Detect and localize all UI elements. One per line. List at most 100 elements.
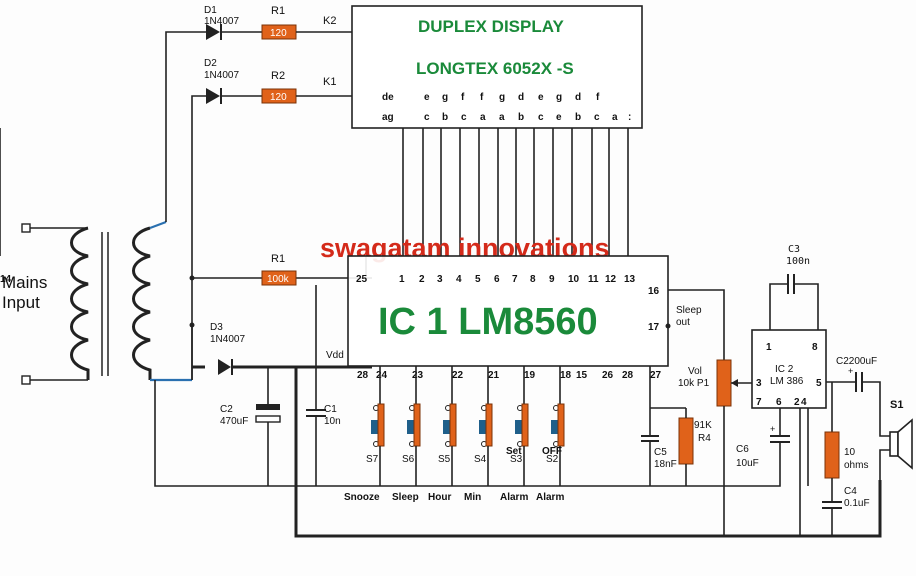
switch-function-label: Alarm — [500, 492, 528, 503]
segment-bottom-label: a — [499, 112, 505, 123]
transformer — [21, 220, 192, 385]
r-10-value: 10 — [844, 447, 856, 458]
d3-part: 1N4007 — [210, 334, 245, 345]
ic1-top-pin: 13 — [624, 274, 636, 285]
ic1-top-pin: 3 — [437, 274, 443, 285]
c2-value: 470uF — [220, 416, 248, 427]
c1-value: 10n — [324, 416, 341, 427]
ic2-pin3: 3 — [756, 378, 762, 389]
switch-id-label: S3 — [510, 454, 523, 465]
vdd-label: Vdd — [326, 350, 344, 361]
segment-top-label: d — [575, 92, 581, 103]
switch-function-label: Sleep — [392, 492, 419, 503]
c5-name: C5 — [654, 447, 667, 458]
ic2-pin6: 6 — [776, 397, 782, 408]
c1-name: C1 — [324, 404, 337, 415]
c6-name: C6 — [736, 444, 749, 455]
ic1-bottom-pin: 19 — [524, 370, 536, 381]
r2-name: R2 — [271, 70, 285, 82]
r1-100k-value: 100k — [267, 274, 290, 285]
ic1-top-pin: 8 — [530, 274, 536, 285]
ic2-name: IC 2 — [775, 364, 794, 375]
ic1-bottom-pin: 24 — [376, 370, 388, 381]
r1-top-value: 120 — [270, 28, 287, 39]
switch-s4[interactable] — [479, 366, 493, 486]
segment-top-label: de — [382, 92, 394, 103]
r4-value: 91K — [694, 420, 712, 431]
segment-bottom-label: c — [461, 112, 467, 123]
switch-s3[interactable] — [515, 366, 529, 486]
ic1-top-pin: 11 — [588, 274, 599, 285]
diode-d3 — [218, 359, 233, 375]
c6-plus: + — [770, 424, 775, 434]
d3-name: D3 — [210, 322, 223, 333]
ic1-bottom-pin: 23 — [412, 370, 424, 381]
r1-top-name: R1 — [271, 5, 285, 17]
c3-name: C3 — [788, 244, 800, 255]
ic2-lm386 — [751, 329, 827, 409]
ic1-bottom-pin: 21 — [488, 370, 500, 381]
switch-s2[interactable] — [551, 366, 565, 486]
ic2-pin7: 7 — [756, 397, 762, 408]
ic1-top-pin: 10 — [568, 274, 580, 285]
switch-id-label: S6 — [402, 454, 415, 465]
capacitor-c5 — [641, 366, 686, 486]
segment-bottom-label: ag — [382, 112, 394, 123]
r4-name: R4 — [698, 433, 711, 444]
mains-terminal-bottom[interactable] — [21, 375, 31, 385]
k2-label: K2 — [323, 15, 336, 27]
mains-terminal-top[interactable] — [21, 223, 31, 233]
switch-s5[interactable] — [443, 366, 457, 486]
segment-bottom-label: e — [556, 112, 562, 123]
p1-label-2: 10k P1 — [678, 378, 710, 389]
switch-actuator — [443, 420, 450, 434]
switch-body — [377, 403, 385, 447]
segment-top-label: g — [556, 92, 562, 103]
ic1-bottom-pin: 28 — [622, 370, 634, 381]
ic2-pin2: 2 — [794, 397, 800, 408]
segment-bottom-label: b — [442, 112, 448, 123]
ic1-bottom-pin: 27 — [650, 370, 662, 381]
ic1-bottom-pin: 15 — [576, 370, 588, 381]
ic1-bottom-pin: 22 — [452, 370, 464, 381]
mains-label-2: Input — [2, 293, 40, 312]
ic1-top-pin: 1 — [399, 274, 405, 285]
segment-top-label: g — [499, 92, 505, 103]
segment-bottom-label: : — [628, 112, 631, 123]
cout-label: C2200uF — [836, 356, 877, 367]
cout-plus: + — [848, 366, 853, 376]
ic1-top-pin: 12 — [605, 274, 617, 285]
ic1-bottom-pin: 26 — [602, 370, 614, 381]
switch-body — [557, 403, 565, 447]
segment-top-label: f — [480, 92, 484, 103]
ic1-top-pin: 14 — [0, 274, 12, 285]
resistor-r1-100k — [261, 270, 297, 286]
switch-s7[interactable] — [371, 366, 385, 486]
duplex-display — [351, 5, 643, 129]
segment-bottom-label: b — [518, 112, 524, 123]
ic1-top-pin: 6 — [494, 274, 500, 285]
switch-body — [521, 403, 529, 447]
switch-s6[interactable] — [407, 366, 421, 486]
ic1-top-pin: 25 — [356, 274, 368, 285]
switch-body — [413, 403, 421, 447]
switch-body — [485, 403, 493, 447]
c4-value: 0.1uF — [844, 498, 870, 509]
speaker-icon — [879, 418, 913, 480]
segment-bottom-label: b — [575, 112, 581, 123]
segment-top-label: f — [596, 92, 600, 103]
ic1-title: IC 1 LM8560 — [378, 301, 598, 343]
ic1-top-pin: 9 — [549, 274, 555, 285]
ic1-pin16: 16 — [648, 286, 660, 297]
switch-body — [449, 403, 457, 447]
c4-name: C4 — [844, 486, 857, 497]
mains-label-1: Mains — [2, 273, 47, 292]
ic1-top-pin: 2 — [419, 274, 425, 285]
switch-bank: S7SnoozeS6SleepS5HourS4MinS3AlarmSetS2Al… — [344, 366, 565, 503]
d1-part: 1N4007 — [204, 16, 239, 27]
